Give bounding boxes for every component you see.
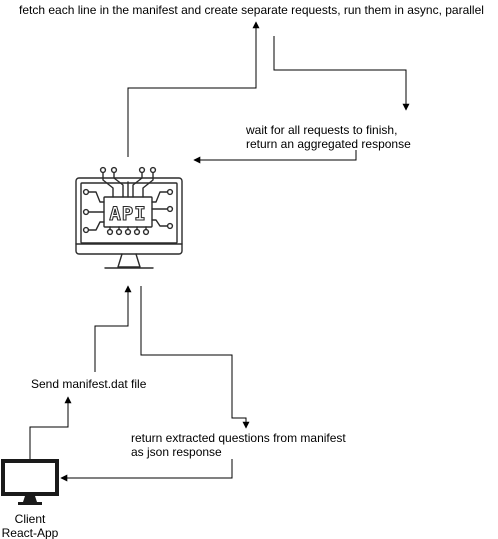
return-step-label-line2: as json response xyxy=(131,445,222,459)
edge-return-to-client xyxy=(60,459,233,482)
return-step-label-line1: return extracted questions from manifest xyxy=(131,431,346,445)
wait-step-label-line2: return an aggregated response xyxy=(246,137,411,151)
edge-send-to-api xyxy=(94,285,132,372)
client-label-line2: React-App xyxy=(1,526,59,539)
desktop-monitor-icon xyxy=(1,459,59,505)
api-chip-label: API xyxy=(109,203,146,225)
client-label-line1: Client xyxy=(14,512,46,526)
edge-client-to-send xyxy=(29,396,72,459)
edge-api-to-fetch xyxy=(127,21,260,157)
wait-step-label-line1: wait for all requests to finish, xyxy=(246,123,398,137)
api-server-monitor-icon xyxy=(75,166,183,269)
send-step-label: Send manifest.dat file xyxy=(31,377,147,391)
edge-fetch-to-wait xyxy=(273,36,410,111)
fetch-step-label: fetch each line in the manifest and crea… xyxy=(19,3,484,17)
edge-wait-to-api xyxy=(193,150,357,164)
edge-api-to-return xyxy=(140,286,250,429)
